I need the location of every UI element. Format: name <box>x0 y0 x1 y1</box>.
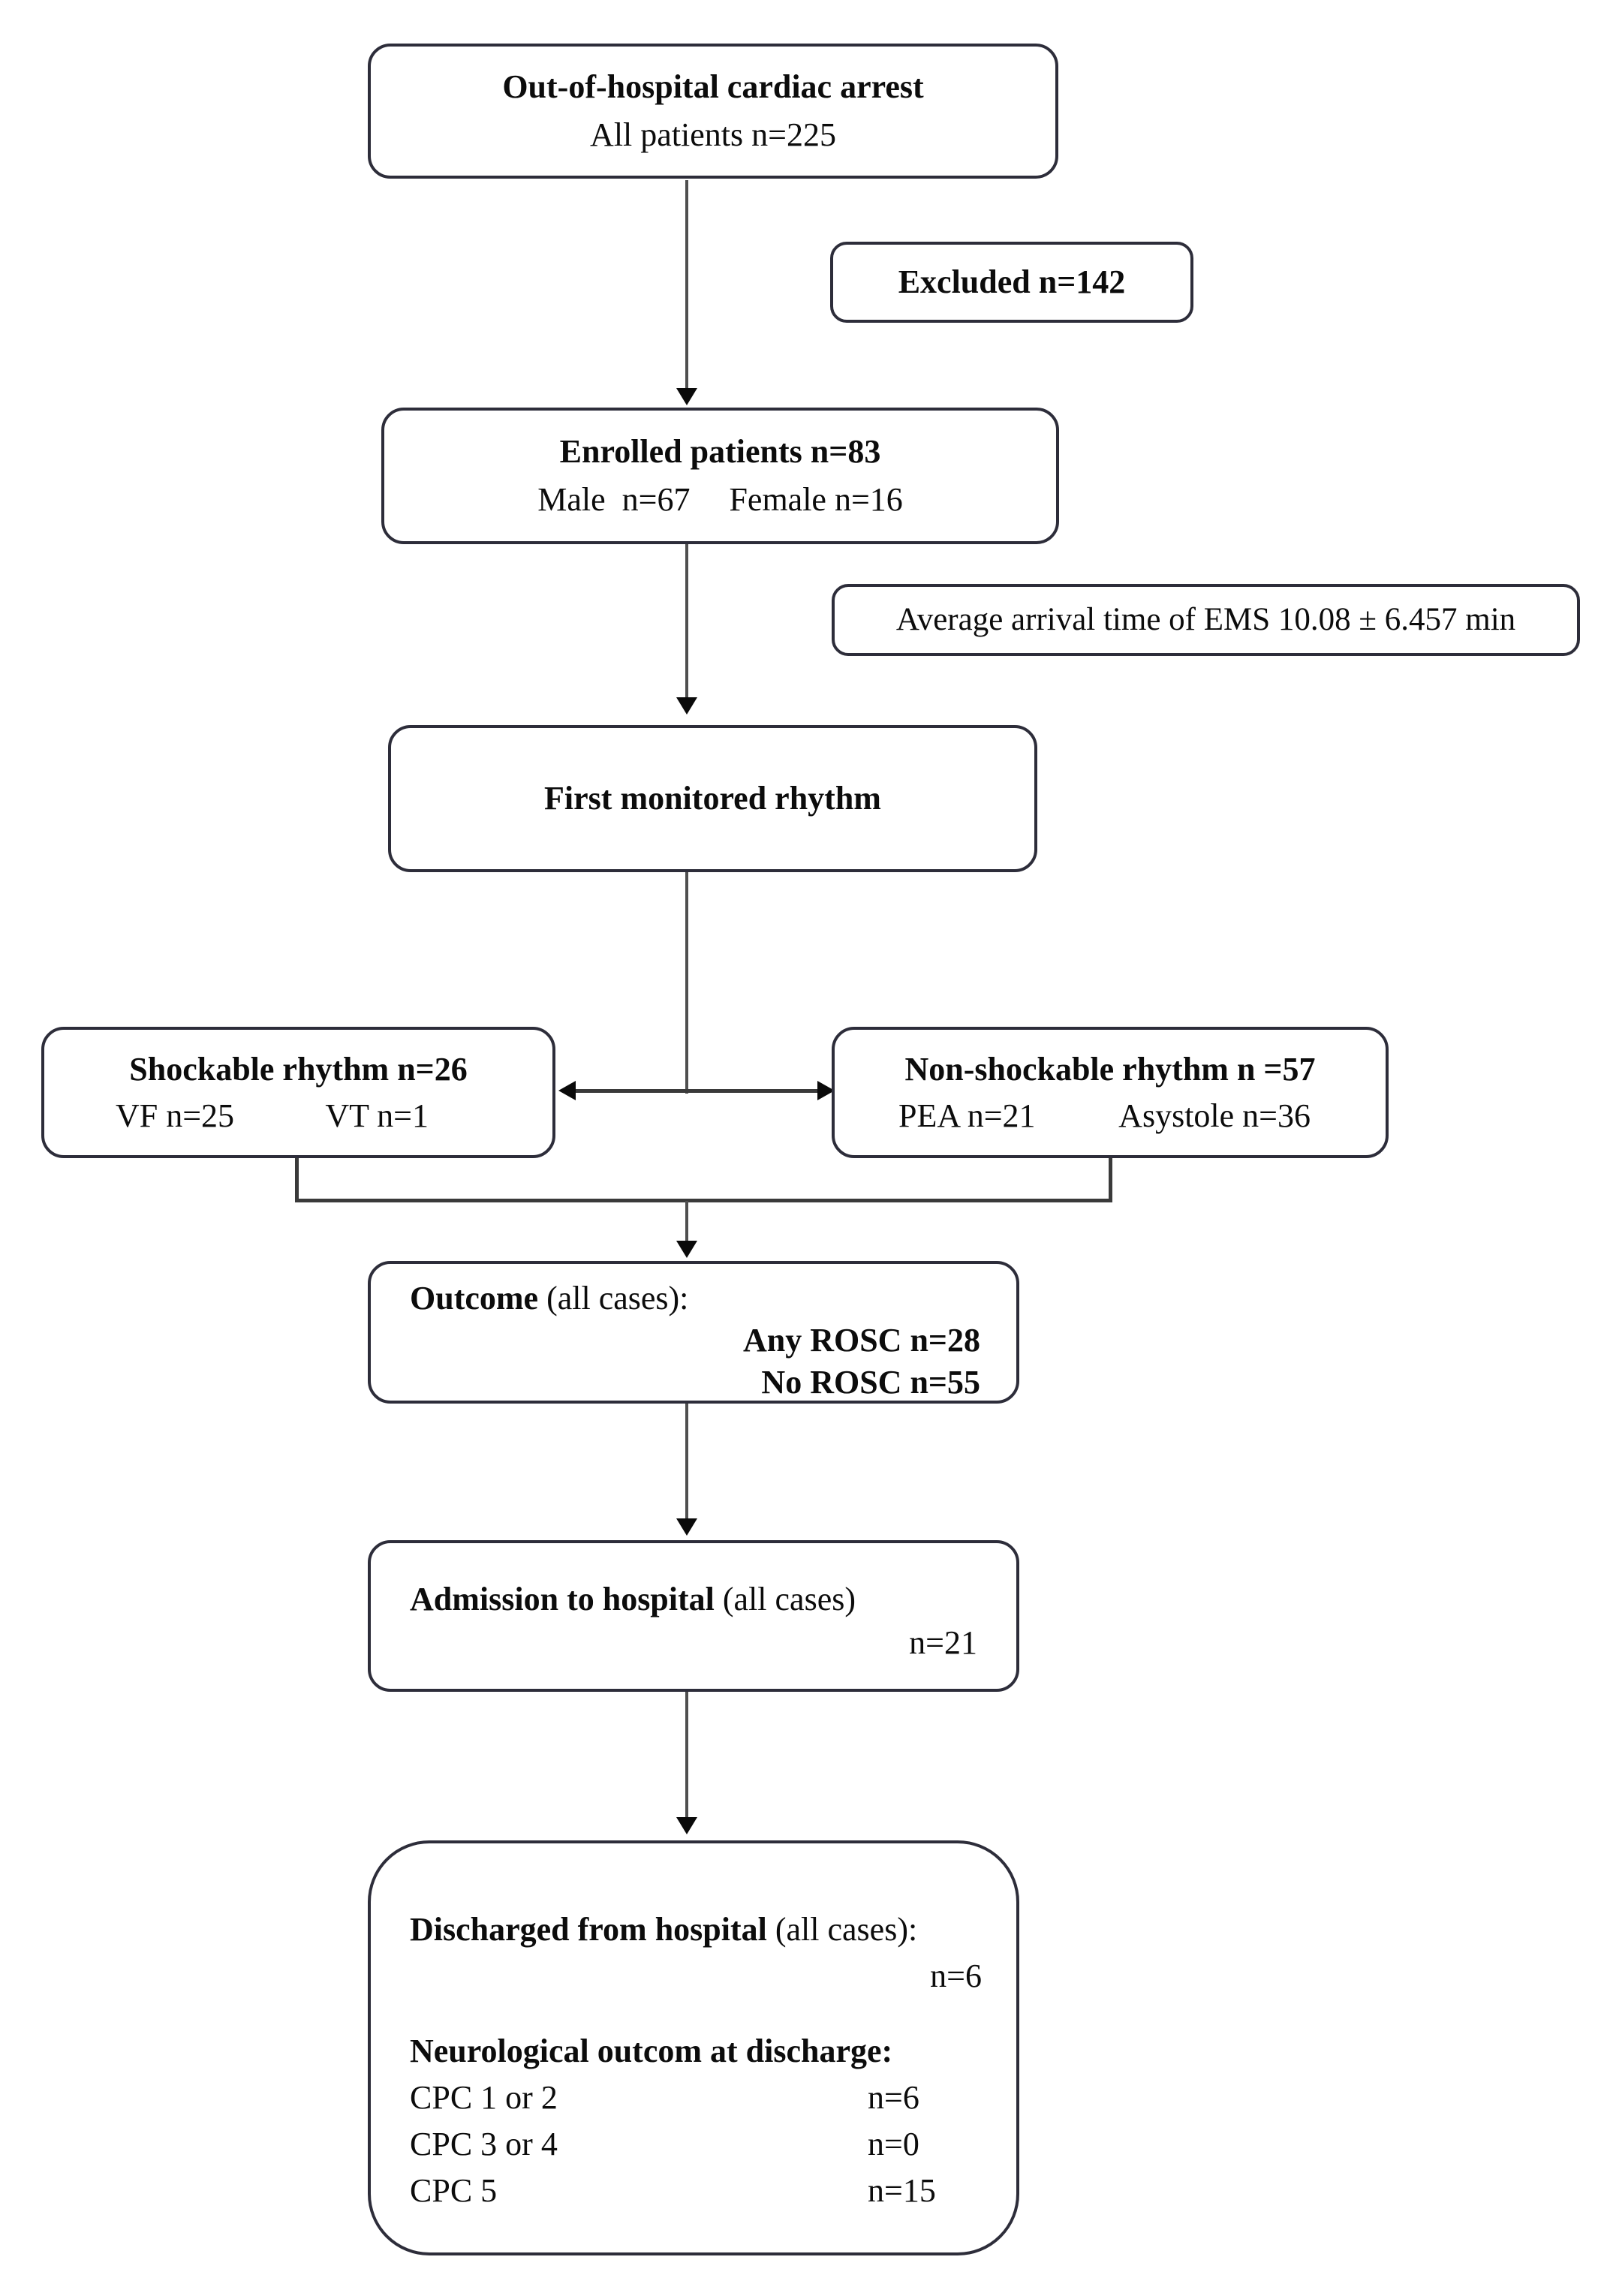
arrowhead-down-icon <box>676 697 697 715</box>
cpc-3-4-value: n=0 <box>868 2126 919 2162</box>
connector-ohca-to-enrolled <box>685 180 688 390</box>
box-ems-arrival-time: Average arrival time of EMS 10.08 ± 6.45… <box>832 584 1580 656</box>
outcome-title-rest: (all cases): <box>538 1280 689 1317</box>
cpc-row-3: CPC 5 n=15 <box>410 2168 982 2214</box>
discharged-count: n=6 <box>930 1957 982 1994</box>
arrowhead-left-icon <box>558 1081 576 1100</box>
connector-rhythm-to-split <box>685 872 688 1094</box>
first-rhythm-label: First monitored rhythm <box>544 780 881 817</box>
box-first-monitored-rhythm: First monitored rhythm <box>388 725 1037 872</box>
connector-enrolled-to-rhythm <box>685 544 688 698</box>
outcome-title: Outcome <box>410 1280 539 1317</box>
excluded-label: Excluded n=142 <box>898 263 1126 300</box>
box-outcome: Outcome (all cases): Any ROSC n=28 No RO… <box>368 1261 1019 1404</box>
outcome-any-rosc: Any ROSC n=28 <box>742 1322 980 1359</box>
ems-label: Average arrival time of EMS 10.08 ± 6.45… <box>895 602 1516 637</box>
arrowhead-down-icon <box>676 1241 697 1258</box>
box-ohca: Out-of-hospital cardiac arrest All patie… <box>368 44 1058 179</box>
box-discharged: Discharged from hospital (all cases): n=… <box>368 1840 1019 2255</box>
arrowhead-down-icon <box>676 1817 697 1834</box>
cpc-5-label: CPC 5 <box>410 2172 498 2209</box>
box-enrolled: Enrolled patients n=83 Male n=67 Female … <box>381 408 1059 544</box>
non-shockable-title: Non-shockable rhythm n =57 <box>904 1050 1316 1088</box>
enrolled-male: Male n=67 <box>537 481 691 518</box>
admission-count: n=21 <box>909 1624 977 1661</box>
admission-title: Admission to hospital <box>410 1581 715 1617</box>
connector-merge-to-outcome <box>685 1201 688 1242</box>
box-shockable-rhythm: Shockable rhythm n=26 VF n=25 VT n=1 <box>41 1027 555 1158</box>
shockable-title: Shockable rhythm n=26 <box>129 1050 468 1088</box>
cpc-row-1: CPC 1 or 2 n=6 <box>410 2075 982 2121</box>
shockable-vt: VT n=1 <box>325 1097 429 1134</box>
connector-non-shockable-drop <box>1109 1158 1112 1202</box>
connector-outcome-to-admission <box>685 1404 688 1518</box>
non-shockable-pea: PEA n=21 <box>898 1097 1036 1134</box>
box-admission: Admission to hospital (all cases) n=21 <box>368 1540 1019 1692</box>
ohca-title: Out-of-hospital cardiac arrest <box>502 68 924 105</box>
connector-shockable-drop <box>295 1158 299 1202</box>
neuro-outcome-title: Neurological outcom at discharge: <box>410 2033 893 2069</box>
box-excluded: Excluded n=142 <box>830 242 1193 323</box>
box-non-shockable-rhythm: Non-shockable rhythm n =57 PEA n=21 Asys… <box>832 1027 1389 1158</box>
cpc-5-value: n=15 <box>868 2172 936 2209</box>
cpc-1-2-value: n=6 <box>868 2079 919 2116</box>
outcome-no-rosc: No ROSC n=55 <box>761 1364 980 1401</box>
cpc-row-2: CPC 3 or 4 n=0 <box>410 2121 982 2168</box>
connector-admission-to-discharged <box>685 1692 688 1818</box>
spacer <box>410 2000 982 2028</box>
admission-title-rest: (all cases) <box>714 1581 856 1617</box>
arrowhead-right-icon <box>817 1081 835 1100</box>
arrowhead-down-icon <box>676 388 697 405</box>
ohca-count: All patients n=225 <box>590 116 836 153</box>
shockable-vf: VF n=25 <box>116 1097 235 1134</box>
non-shockable-asystole: Asystole n=36 <box>1118 1097 1311 1134</box>
enrolled-female: Female n=16 <box>729 481 903 518</box>
merge-bracket-line <box>295 1199 1112 1202</box>
arrowhead-down-icon <box>676 1518 697 1536</box>
cpc-1-2-label: CPC 1 or 2 <box>410 2079 558 2116</box>
enrolled-title: Enrolled patients n=83 <box>559 433 881 470</box>
double-arrow-line <box>567 1089 826 1093</box>
discharged-title-rest: (all cases): <box>766 1911 918 1948</box>
cpc-3-4-label: CPC 3 or 4 <box>410 2126 558 2162</box>
discharged-title: Discharged from hospital <box>410 1911 767 1948</box>
